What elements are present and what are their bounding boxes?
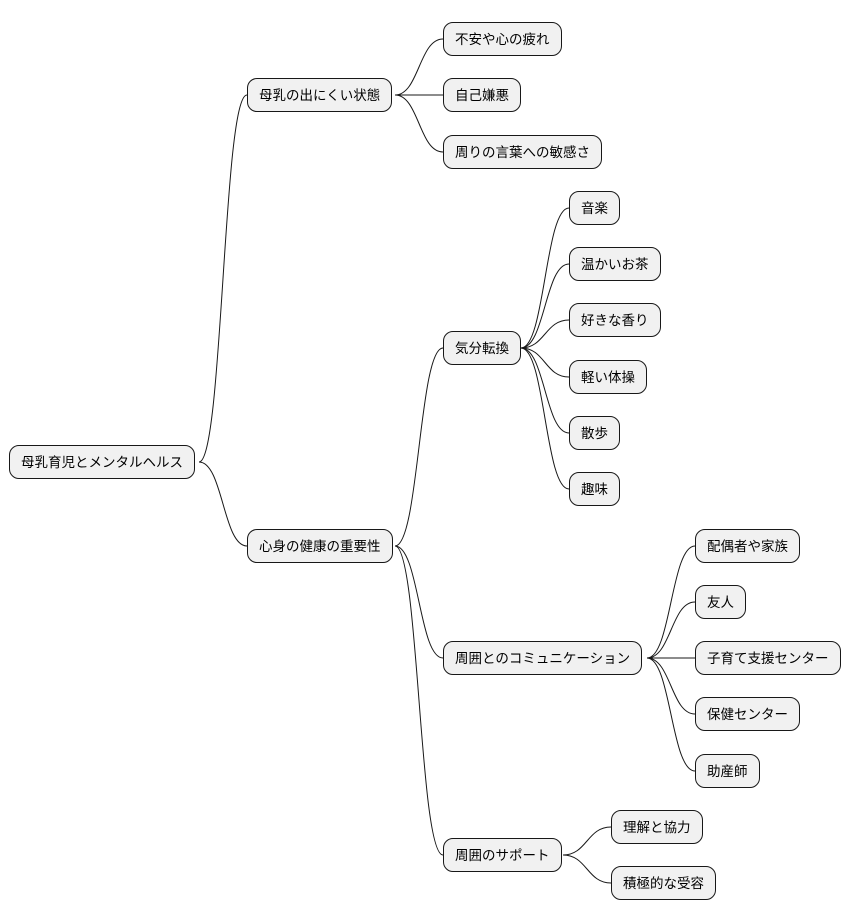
leaf-node: 不安や心の疲れ bbox=[443, 22, 562, 56]
branch-node-shinshin-kenkou: 心身の健康の重要性 bbox=[247, 529, 393, 563]
edge-g2-c1 bbox=[562, 854, 612, 884]
group-node-communication: 周囲とのコミュニケーション bbox=[443, 641, 643, 675]
edge-root-b0 bbox=[198, 94, 248, 463]
leaf-node: 自己嫌悪 bbox=[443, 78, 521, 112]
leaf-node: 理解と協力 bbox=[611, 810, 703, 844]
branch-node-bonyuu-jotai: 母乳の出にくい状態 bbox=[247, 78, 393, 112]
edge-g1-c1 bbox=[646, 601, 696, 659]
root-node: 母乳育児とメンタルヘルス bbox=[9, 445, 195, 479]
leaf-node: 散歩 bbox=[569, 416, 620, 450]
edge-g1-c4 bbox=[646, 657, 696, 772]
edge-b0-c0 bbox=[394, 38, 444, 96]
edge-g2-c0 bbox=[562, 826, 612, 856]
edge-b1-g0 bbox=[394, 347, 444, 547]
edge-g0-c5 bbox=[520, 347, 570, 490]
edge-b1-g1 bbox=[394, 545, 444, 659]
leaf-node: 好きな香り bbox=[569, 303, 661, 337]
group-node-kibun-tenkan: 気分転換 bbox=[443, 331, 521, 365]
edge-g0-c2 bbox=[520, 319, 570, 349]
edge-root-b1 bbox=[198, 461, 248, 547]
edge-b0-c2 bbox=[394, 94, 444, 153]
leaf-node: 友人 bbox=[695, 585, 746, 619]
leaf-node: 趣味 bbox=[569, 472, 620, 506]
edge-g0-c4 bbox=[520, 347, 570, 434]
leaf-node: 積極的な受容 bbox=[611, 866, 716, 900]
leaf-node: 子育て支援センター bbox=[695, 641, 841, 675]
edge-g0-c1 bbox=[520, 263, 570, 349]
leaf-node: 周りの言葉への敏感さ bbox=[443, 135, 602, 169]
edge-g1-c0 bbox=[646, 545, 696, 659]
leaf-node: 軽い体操 bbox=[569, 360, 647, 394]
leaf-node: 助産師 bbox=[695, 754, 760, 788]
leaf-node: 音楽 bbox=[569, 191, 620, 225]
edge-g0-c0 bbox=[520, 207, 570, 349]
group-node-support: 周囲のサポート bbox=[443, 838, 562, 872]
edge-g1-c3 bbox=[646, 657, 696, 715]
leaf-node: 配偶者や家族 bbox=[695, 529, 800, 563]
edge-g0-c3 bbox=[520, 347, 570, 378]
edge-b1-g2 bbox=[394, 545, 444, 856]
leaf-node: 保健センター bbox=[695, 697, 800, 731]
leaf-node: 温かいお茶 bbox=[569, 247, 661, 281]
